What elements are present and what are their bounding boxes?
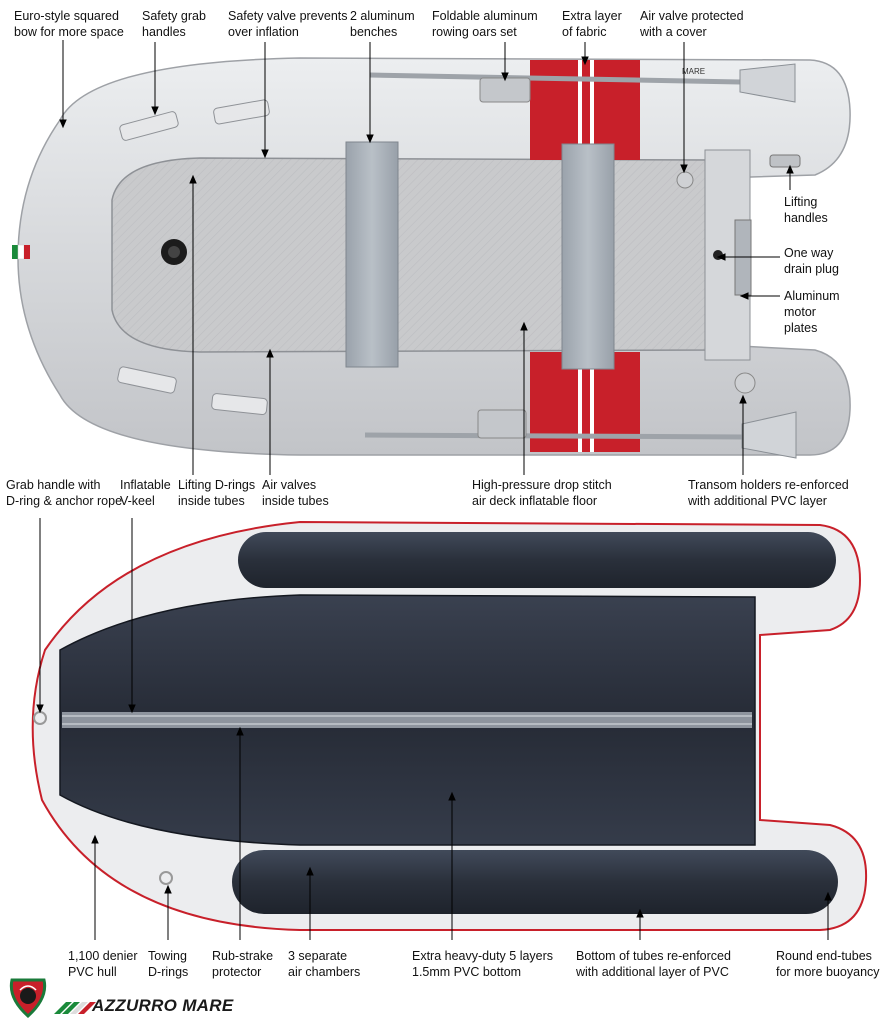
callout-pvc-hull: 1,100 denier PVC hull: [68, 949, 138, 979]
italian-flag-stripes-icon: [54, 1002, 96, 1014]
callout-rub-strake: Rub-strake protector: [212, 949, 274, 979]
oar-brand-text: MARE: [682, 67, 705, 76]
oar-top: [369, 72, 741, 85]
callout-end-tubes: Round end-tubes for more buoyancy: [776, 949, 880, 979]
callout-drain-plug: One way drain plug: [784, 246, 839, 276]
callout-extra-fabric: Extra layer of fabric: [562, 9, 622, 39]
callout-towing-rings: Towing D-rings: [148, 949, 189, 979]
air-valve-cover-top: [676, 171, 694, 189]
callout-transom-holders: Transom holders re-enforced with additio…: [688, 478, 849, 508]
callout-safety-valve: Safety valve prevents over inflation: [228, 9, 348, 39]
callout-grab-handle-rope: Grab handle with D-ring & anchor rope: [6, 478, 123, 508]
callout-grab-handles: Safety grab handles: [142, 9, 206, 39]
callout-benches: 2 aluminum benches: [350, 9, 415, 39]
lifting-handle: [769, 154, 801, 168]
callout-motor-plates: Aluminum motor plates: [784, 289, 840, 335]
callout-pvc-bottom: Extra heavy-duty 5 layers 1.5mm PVC bott…: [412, 949, 554, 979]
drop-stitch-floor: [111, 157, 716, 353]
brand-name: AZZURRO MARE: [92, 996, 234, 1015]
grab-handle-1: [119, 111, 179, 141]
callout-air-chambers: 3 separate air chambers: [288, 949, 361, 979]
callout-tube-bottom: Bottom of tubes re-enforced with additio…: [576, 949, 731, 979]
air-chamber-top: [238, 532, 836, 588]
transom-holder-valve: [734, 372, 756, 394]
callout-lifting-handles: Lifting handles: [784, 195, 828, 225]
callout-drop-stitch: High-pressure drop stitch air deck infla…: [472, 478, 612, 508]
towing-d-ring: [159, 871, 173, 885]
v-keel: [62, 712, 752, 728]
grab-handle-2: [213, 99, 270, 125]
callout-air-valves-inside: Air valves inside tubes: [262, 478, 329, 508]
callout-euro-bow: Euro-style squared bow for more space: [14, 9, 124, 39]
air-chamber-bottom: [232, 850, 838, 914]
callout-lifting-d-rings: Lifting D-rings inside tubes: [178, 478, 256, 508]
bench-1: [345, 141, 399, 368]
brand-logo: [9, 978, 96, 1019]
callout-v-keel: Inflatable V-keel: [120, 478, 171, 508]
grab-handle-3: [117, 366, 177, 394]
bench-2: [561, 143, 615, 370]
callout-air-valve-cover: Air valve protected with a cover: [640, 9, 744, 39]
leader-lines: [36, 40, 832, 940]
oar-bottom: [364, 432, 746, 440]
grab-handle-4: [211, 393, 268, 415]
callout-oars: Foldable aluminum rowing oars set: [432, 9, 538, 39]
scorpion-emblem-icon: [9, 978, 47, 1019]
